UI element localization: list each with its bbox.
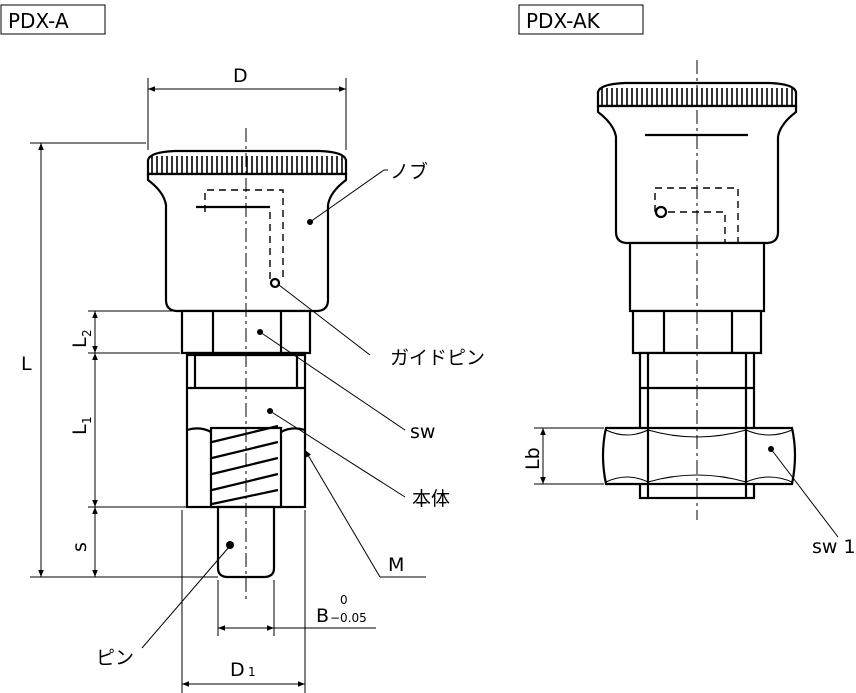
svg-text:s: s (69, 542, 91, 552)
label-body: 本体 (412, 488, 450, 510)
title-pdx-ak: PDX-AK (518, 4, 644, 35)
svg-text:L: L (69, 424, 91, 435)
svg-text:D: D (230, 659, 245, 681)
svg-text:1: 1 (248, 665, 256, 679)
svg-text:L: L (69, 337, 91, 348)
label-pin: ピン (96, 647, 134, 669)
pdx-a-callouts: ノブ ガイドピン sw 本体 ピン (96, 160, 485, 669)
label-guide-pin: ガイドピン (390, 347, 485, 369)
svg-text:L: L (21, 353, 32, 375)
guide-pin-dot (269, 277, 281, 289)
svg-text:2: 2 (80, 329, 94, 337)
lock-nut (601, 426, 797, 486)
pdx-ak-view (596, 60, 798, 520)
svg-text:Lb: Lb (522, 447, 544, 470)
pdx-ak-dimensions: Lb sw 1 (522, 427, 856, 558)
svg-text:PDX-A: PDX-A (8, 9, 69, 33)
svg-text:M: M (388, 554, 404, 576)
label-sw: sw (410, 421, 435, 443)
knurl-lines (151, 156, 343, 173)
pdx-a-view (146, 128, 348, 600)
svg-text:D: D (233, 65, 248, 87)
pdx-a-dimensions: D L L 2 L 1 s B 0 −0.05 (21, 65, 426, 693)
label-knob: ノブ (390, 160, 428, 183)
title-pdx-a: PDX-A (0, 4, 106, 35)
svg-text:0: 0 (340, 593, 348, 607)
svg-text:−0.05: −0.05 (330, 611, 367, 625)
svg-text:1: 1 (80, 416, 94, 424)
spring (211, 424, 279, 506)
label-sw1: sw 1 (812, 536, 856, 558)
knob-body (146, 172, 348, 313)
svg-text:PDX-AK: PDX-AK (526, 9, 601, 33)
svg-text:B: B (316, 605, 329, 627)
